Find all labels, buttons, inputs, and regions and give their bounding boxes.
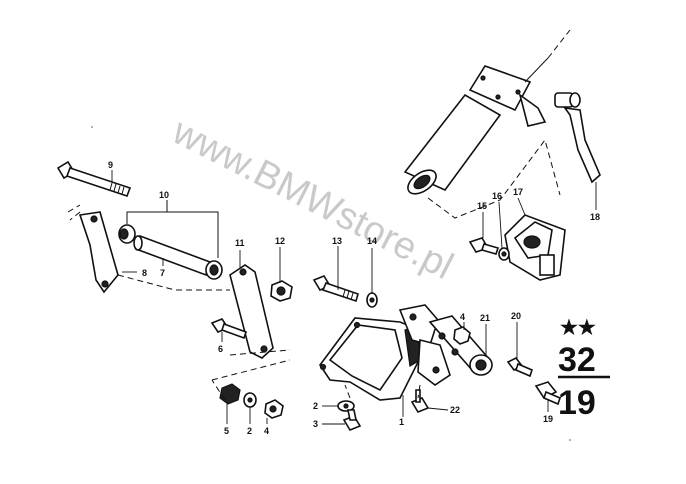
callout-21: 21 [480, 313, 490, 323]
callout-14: 14 [367, 236, 377, 246]
part-10-bushing-right [205, 260, 223, 280]
dashed-leader-bottom [211, 359, 291, 401]
part-4-nut-right [453, 326, 471, 345]
steering-column-tube [403, 29, 571, 195]
part-13-bolt [312, 275, 359, 303]
callout-3: 3 [313, 419, 318, 429]
part-17-bracket [504, 214, 566, 281]
callout-2-center: 2 [313, 401, 318, 411]
badge-stars: ★★ [560, 317, 596, 339]
part-10-bushing-left [118, 224, 136, 244]
callout-1: 1 [399, 417, 404, 427]
callout-17: 17 [513, 187, 523, 197]
callout-9: 9 [108, 160, 113, 170]
callout-12: 12 [275, 236, 285, 246]
leader-lines [111, 170, 597, 425]
part-22-bolt [410, 389, 430, 413]
dashed-leader-center [344, 384, 421, 399]
callout-numbers: 9 10 8 7 11 12 13 14 6 5 2 4 2 3 1 22 15… [108, 160, 600, 436]
part-6-bolt [210, 318, 248, 340]
part-12-nut [270, 280, 293, 302]
callout-7: 7 [160, 268, 165, 278]
part-14-washer [366, 292, 378, 308]
callout-6: 6 [218, 344, 223, 354]
callout-4-right: 4 [460, 312, 465, 322]
callout-15: 15 [477, 201, 487, 211]
callout-11: 11 [235, 238, 245, 248]
callout-4-left: 4 [264, 426, 269, 436]
part-9-bolt [56, 160, 132, 198]
badge-sub-group: 19 [558, 384, 596, 422]
part-5-nut [219, 383, 241, 405]
callout-10: 10 [159, 190, 169, 200]
callout-20: 20 [511, 311, 521, 321]
callout-2-left: 2 [247, 426, 252, 436]
part-16-washer [498, 247, 510, 261]
dashed-leader-column [427, 138, 561, 219]
part-2-washer-left [243, 392, 257, 408]
group-badge: ★★ 32 19 [558, 317, 610, 422]
callout-5: 5 [224, 426, 229, 436]
part-18-lever [554, 92, 601, 184]
callout-19: 19 [543, 414, 553, 424]
callout-bracket-10 [126, 200, 219, 258]
part-4-nut-left [264, 399, 284, 419]
part-11-plate [229, 264, 274, 359]
part-20-bolt [506, 356, 533, 378]
part-1-main-bracket [319, 304, 451, 401]
callout-13: 13 [332, 236, 342, 246]
part-7-tube [133, 234, 211, 277]
badge-main-group: 32 [558, 341, 596, 379]
callout-22: 22 [450, 405, 460, 415]
speck-mark [569, 439, 571, 441]
part-3-bolt [342, 409, 362, 431]
callout-8: 8 [142, 268, 147, 278]
part-19-bolt [534, 381, 561, 406]
speck-mark [91, 126, 93, 128]
callout-18: 18 [590, 212, 600, 222]
part-8-plate [78, 211, 119, 294]
part-15-bolt [468, 237, 500, 255]
callout-16: 16 [492, 191, 502, 201]
